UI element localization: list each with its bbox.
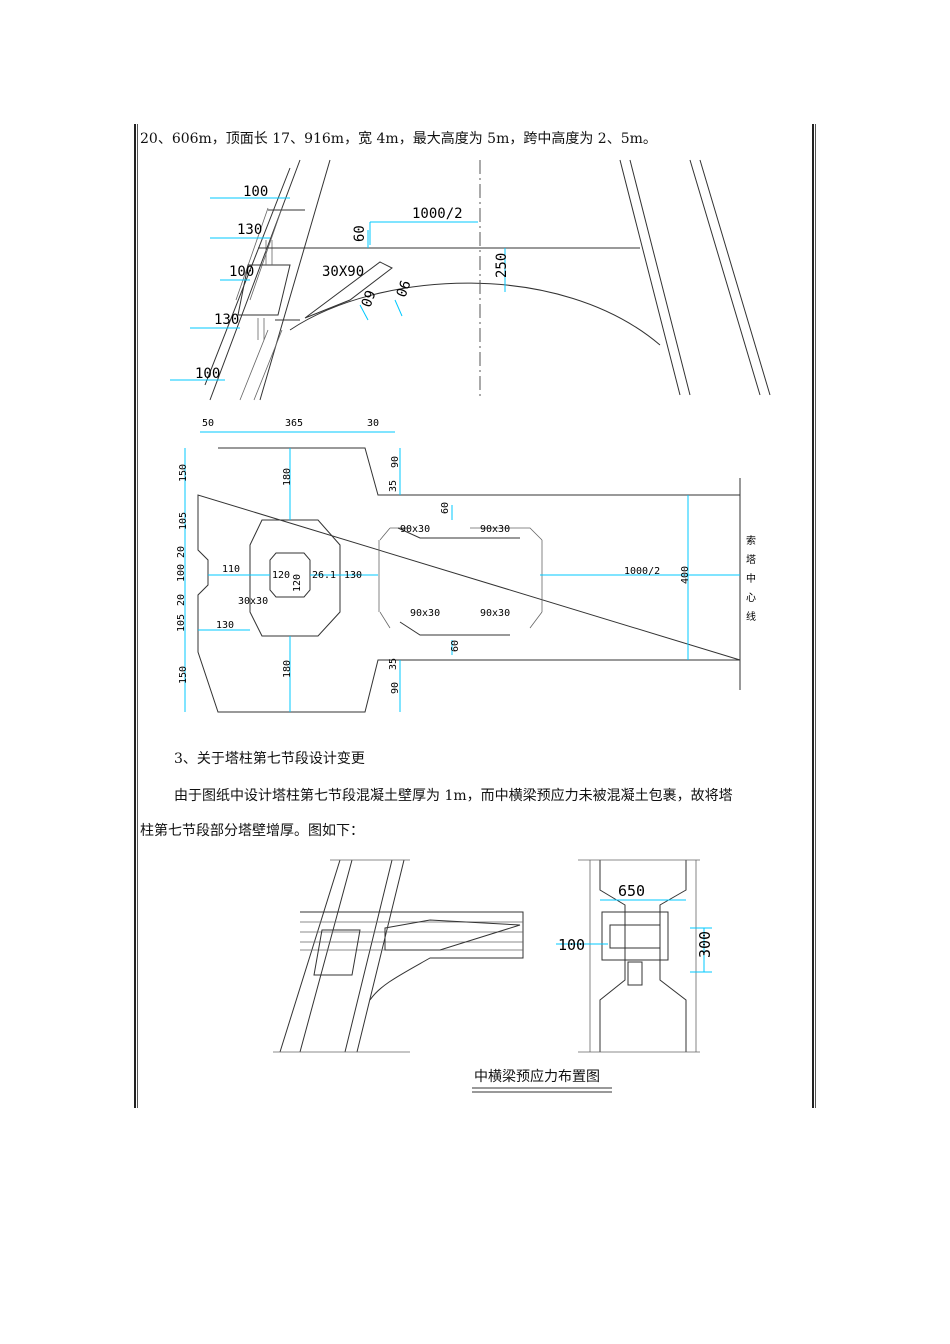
dim-label: 60 xyxy=(352,225,368,242)
dim-label: 30x30 xyxy=(238,596,268,607)
dim-label: 180 xyxy=(282,468,293,486)
table-border-left-inner xyxy=(137,124,138,1108)
dim-label: 120 xyxy=(292,574,303,592)
dim-label: 130 xyxy=(216,620,234,631)
dim-label: 400 xyxy=(680,566,691,584)
dim-label: 30X90 xyxy=(322,264,364,280)
section-heading: 3、关于塔柱第七节段设计变更 xyxy=(174,751,365,767)
dim-label: 100 xyxy=(243,184,268,200)
dim-label: 20 xyxy=(176,594,187,606)
dim-label: 130 xyxy=(237,222,262,238)
dim-label: 100 xyxy=(195,366,220,382)
dim-label: 60 xyxy=(357,288,378,309)
figure-caption: 中横梁预应力布置图 xyxy=(474,1069,600,1085)
dim-label: 1000/2 xyxy=(624,566,660,577)
paragraph-line: 柱第七节段部分塔壁增厚。图如下： xyxy=(140,823,364,839)
dim-label: 90 xyxy=(390,456,401,468)
dim-label: 250 xyxy=(494,253,510,278)
dim-label: 50 xyxy=(202,418,214,429)
dim-label: 180 xyxy=(282,660,293,678)
paragraph-line: 20、606m，顶面长 17、916m，宽 4m，最大高度为 5m，跨中高度为 … xyxy=(140,131,657,147)
dim-label: 650 xyxy=(618,882,645,900)
table-border-right-inner xyxy=(815,124,816,1108)
paragraph-line: 由于图纸中设计塔柱第七节段混凝土壁厚为 1m，而中横梁预应力未被混凝土包裹，故将… xyxy=(174,788,733,804)
dim-label: 60 xyxy=(440,502,451,514)
dim-label: 150 xyxy=(178,464,189,482)
drawing-prestress-layout: 650 100 300 xyxy=(273,859,714,1093)
box-label: 90x30 xyxy=(480,608,510,619)
dim-label: 90 xyxy=(390,682,401,694)
dim-label: 100 xyxy=(176,564,187,582)
box-label: 90x30 xyxy=(480,524,510,535)
dim-label: 130 xyxy=(214,312,239,328)
drawing-beam-elevation: 100 130 100 130 100 1000/2 60 250 30X90 … xyxy=(170,159,771,401)
dim-label: 26.1 xyxy=(312,570,336,581)
dim-label: 1000/2 xyxy=(412,206,463,222)
dim-label: 100 xyxy=(558,936,585,954)
box-label: 90x30 xyxy=(410,608,440,619)
dim-label: 150 xyxy=(178,666,189,684)
centerline-label-char: 中 xyxy=(746,572,756,585)
dim-label: 110 xyxy=(222,564,240,575)
dim-label: 365 xyxy=(285,418,303,429)
dim-label: 300 xyxy=(696,931,714,958)
centerline-label-char: 线 xyxy=(746,610,756,623)
dim-label: 60 xyxy=(450,640,461,652)
centerline-label-char: 塔 xyxy=(746,553,756,566)
centerline-label-char: 心 xyxy=(746,592,756,604)
dim-label: 130 xyxy=(344,570,362,581)
centerline-label-char: 索 xyxy=(746,534,756,547)
drawing-cross-section: 50 365 30 150 105 20 100 20 105 150 180 … xyxy=(176,418,756,713)
dim-label: 35 xyxy=(388,480,399,492)
table-border-right xyxy=(812,124,815,1108)
dim-label: 105 xyxy=(176,614,187,632)
table-border-left xyxy=(134,124,137,1108)
dim-label: 20 xyxy=(176,546,187,558)
dim-label: 105 xyxy=(178,512,189,530)
dim-label: 120 xyxy=(272,570,290,581)
dim-label: 100 xyxy=(229,264,254,280)
dim-label: 30 xyxy=(367,418,379,429)
dim-label: 35 xyxy=(388,658,399,670)
dim-label: 90 xyxy=(392,278,413,299)
box-label: 90x30 xyxy=(400,524,430,535)
